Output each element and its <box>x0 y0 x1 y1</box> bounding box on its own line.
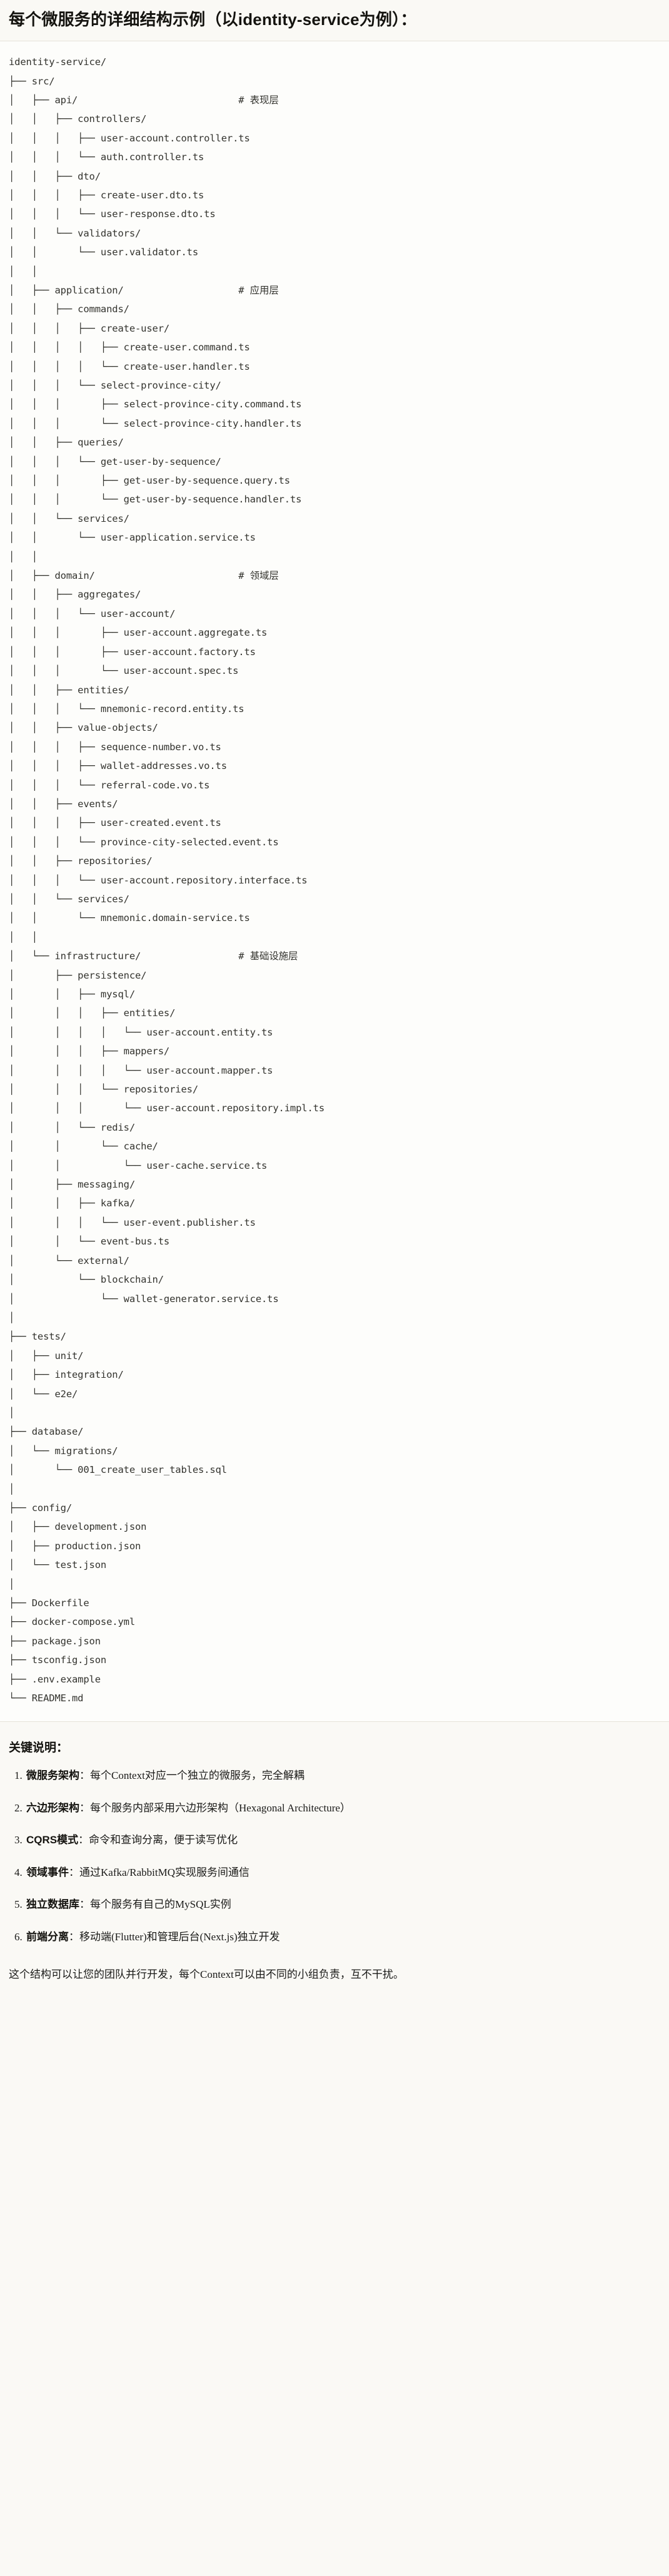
list-item: 领域事件：通过Kafka/RabbitMQ实现服务间通信 <box>25 1865 660 1881</box>
list-item: CQRS模式：命令和查询分离，便于读写优化 <box>25 1832 660 1848</box>
note-description: 通过Kafka/RabbitMQ实现服务间通信 <box>79 1866 249 1878</box>
list-item: 独立数据库：每个服务有自己的MySQL实例 <box>25 1896 660 1913</box>
list-item: 微服务架构：每个Context对应一个独立的微服务，完全解耦 <box>25 1768 660 1784</box>
note-term: 微服务架构 <box>26 1769 79 1782</box>
note-term: 六边形架构 <box>26 1801 79 1814</box>
list-item: 六边形架构：每个服务内部采用六边形架构（Hexagonal Architectu… <box>25 1800 660 1816</box>
note-separator: ： <box>69 1866 79 1878</box>
note-term: 独立数据库 <box>26 1898 79 1911</box>
key-notes-heading: 关键说明： <box>9 1741 69 1755</box>
page-title: 每个微服务的详细结构示例（以identity-service为例）： <box>9 10 417 29</box>
note-separator: ： <box>79 1769 90 1782</box>
closing-paragraph: 这个结构可以让您的团队并行开发，每个Context可以由不同的小组负责，互不干扰… <box>9 1968 404 1981</box>
list-item: 前端分离：移动端(Flutter)和管理后台(Next.js)独立开发 <box>25 1929 660 1945</box>
note-term: 前端分离 <box>26 1930 69 1943</box>
note-separator: ： <box>69 1930 79 1943</box>
document-page: 每个微服务的详细结构示例（以identity-service为例）： ident… <box>0 0 669 2000</box>
key-notes-section: 关键说明： 微服务架构：每个Context对应一个独立的微服务，完全解耦 六边形… <box>0 1722 669 1966</box>
code-block: identity-service/ ├── src/ │ ├── api/ # … <box>0 41 669 1722</box>
note-separator: ： <box>78 1834 89 1846</box>
note-description: 每个服务有自己的MySQL实例 <box>90 1898 231 1911</box>
note-description: 每个服务内部采用六边形架构（Hexagonal Architecture） <box>90 1801 351 1814</box>
note-description: 命令和查询分离，便于读写优化 <box>89 1834 238 1846</box>
note-description: 移动端(Flutter)和管理后台(Next.js)独立开发 <box>79 1930 280 1943</box>
note-term: 领域事件 <box>26 1866 69 1878</box>
note-separator: ： <box>79 1898 90 1911</box>
key-notes-list: 微服务架构：每个Context对应一个独立的微服务，完全解耦 六边形架构：每个服… <box>9 1768 660 1945</box>
note-term: CQRS模式 <box>26 1834 79 1846</box>
note-separator: ： <box>79 1801 90 1814</box>
directory-tree: identity-service/ ├── src/ │ ├── api/ # … <box>9 56 324 1704</box>
note-description: 每个Context对应一个独立的微服务，完全解耦 <box>90 1769 304 1782</box>
code-divider <box>0 1721 669 1723</box>
